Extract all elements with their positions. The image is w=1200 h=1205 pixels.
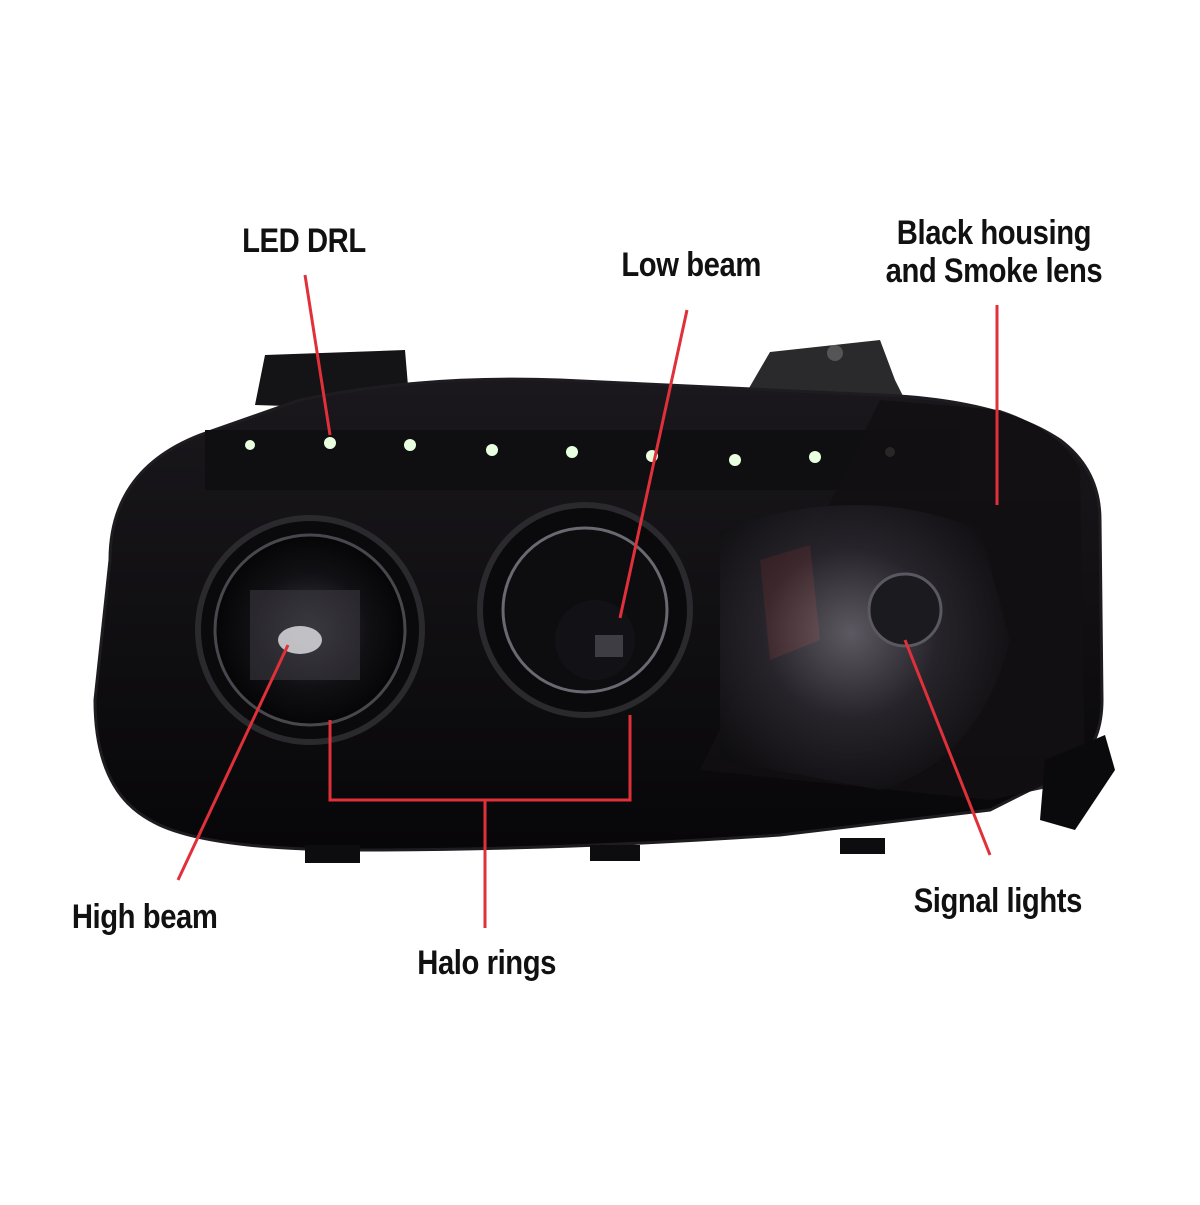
label-low-beam: Low beam: [621, 246, 761, 284]
leader-low-beam: [618, 309, 689, 619]
label-halo-rings: Halo rings: [417, 944, 556, 982]
leader-signal-lights: [903, 639, 992, 856]
low-beam-icon: [477, 502, 693, 718]
label-led-drl: LED DRL: [242, 222, 366, 260]
label-black-housing: Black housing and Smoke lens: [886, 214, 1103, 290]
leader-halo-bracket: [328, 715, 632, 802]
label-housing-line1: Black housing: [896, 214, 1092, 252]
headlight-assembly-icon: [93, 340, 1115, 863]
high-beam-icon: [195, 515, 425, 745]
label-high-beam: High beam: [71, 898, 218, 936]
leader-led-drl: [303, 274, 332, 436]
leader-high-beam: [176, 644, 290, 881]
leader-lines: [176, 274, 999, 928]
label-signal-lights: Signal lights: [913, 882, 1083, 920]
label-housing-line2: and Smoke lens: [885, 252, 1103, 290]
